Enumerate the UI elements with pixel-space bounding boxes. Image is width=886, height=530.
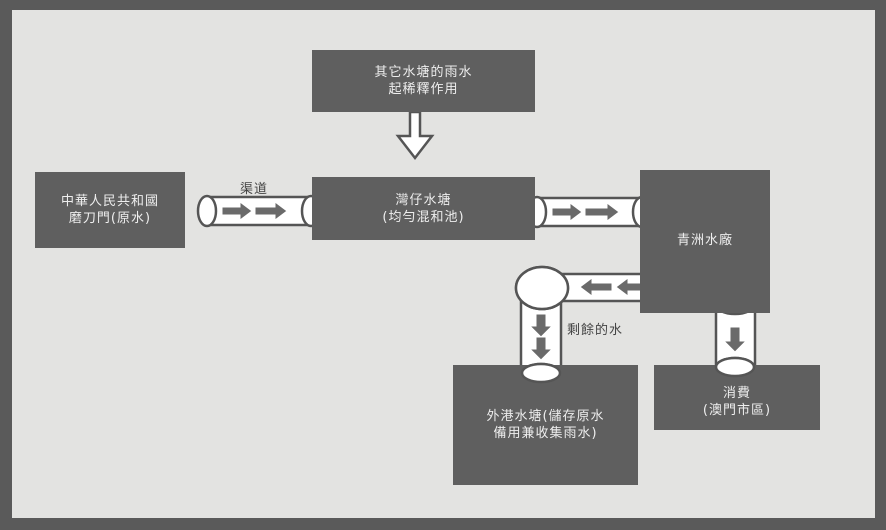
right-arrow-icon — [254, 201, 288, 221]
right-arrow-icon — [551, 202, 583, 222]
node-source: 中華人民共和國 磨刀門(原水) — [35, 172, 185, 248]
node-text: 消費 — [722, 385, 751, 401]
down-arrow-icon — [528, 336, 554, 361]
right-arrow-icon — [584, 202, 620, 222]
node-text: (均勻混和池) — [382, 209, 465, 225]
node-plant: 青洲水廠 — [640, 170, 770, 313]
node-text: 中華人民共和國 — [60, 194, 159, 209]
node-consume: 消費 (澳門市區) — [654, 365, 820, 430]
node-rain: 其它水塘的雨水 起稀釋作用 — [312, 50, 535, 112]
node-outer: 外港水塘(儲存原水 備用兼收集雨水) — [453, 365, 638, 485]
node-text: 備用兼收集雨水) — [493, 426, 598, 441]
node-text: 磨刀門(原水) — [68, 211, 152, 226]
pipe-elbow — [514, 265, 570, 311]
node-reservoir: 灣仔水塘 (均勻混和池) — [312, 177, 535, 240]
left-arrow-icon — [579, 277, 613, 297]
label-surplus: 剩餘的水 — [567, 323, 624, 338]
down-arrow-icon — [722, 326, 748, 353]
pipe-end — [196, 194, 218, 228]
node-text: 灣仔水塘 — [395, 192, 452, 208]
down-arrow-icon — [528, 313, 554, 338]
node-text: 外港水塘(儲存原水 — [486, 409, 605, 424]
node-text: (澳門市區) — [702, 402, 772, 418]
node-text: 其它水塘的雨水 — [374, 65, 473, 80]
label-channel: 渠道 — [240, 182, 269, 197]
node-text: 青洲水廠 — [676, 233, 733, 248]
right-arrow-icon — [221, 201, 253, 221]
down-arrow-icon — [395, 110, 435, 161]
node-text: 起稀釋作用 — [388, 82, 459, 97]
